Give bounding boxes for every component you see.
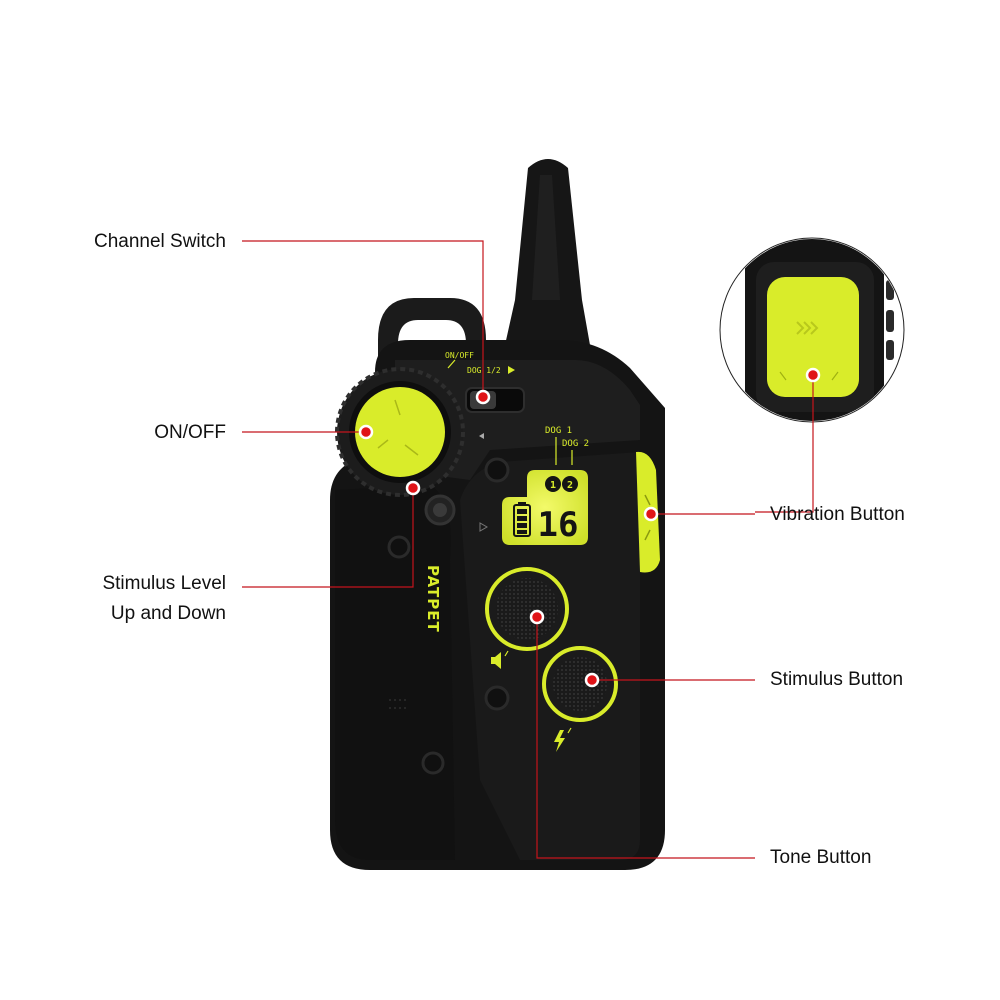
lcd-channel-1: 1 [550,480,556,491]
marker-vibration-button [643,506,659,522]
callout-channel-switch: Channel Switch [93,231,226,252]
leader-lines [242,240,814,859]
callout-markers [358,367,821,688]
lightning-icon [554,730,565,752]
lcd-level-readout: 16 [538,505,579,545]
marker-stimulus-button [584,672,600,688]
callout-stimulus-button: Stimulus Button [770,669,904,690]
lanyard-loop [378,298,486,372]
callout-stimulus-level-line2: Up and Down [110,603,226,624]
screen-label-dog2: DOG 2 [562,439,589,449]
tone-button[interactable] [496,578,558,640]
callout-vibration-button: Vibration Button [770,504,905,525]
marker-tone-button [529,609,545,625]
marker-stimulus-level [405,480,421,496]
switch-label-dog: DOG 1/2 [467,366,501,375]
power-knob[interactable] [355,387,445,477]
screen-label-dog1: DOG 1 [545,426,572,436]
speaker-icon [491,650,509,669]
stimulus-button[interactable] [553,657,607,711]
marker-vibration-inset [805,367,821,383]
inset-vibration-button [767,277,859,397]
switch-label-onoff: ON/OFF [445,351,474,360]
marker-on-off [358,424,374,440]
callout-on-off: ON/OFF [154,422,226,443]
lcd-channel-2: 2 [567,480,573,491]
brand-logo: PATPET [424,565,442,633]
callout-stimulus-level-line1: Stimulus Level [102,573,226,594]
callout-tone-button: Tone Button [770,847,872,868]
marker-channel-switch [475,389,491,405]
